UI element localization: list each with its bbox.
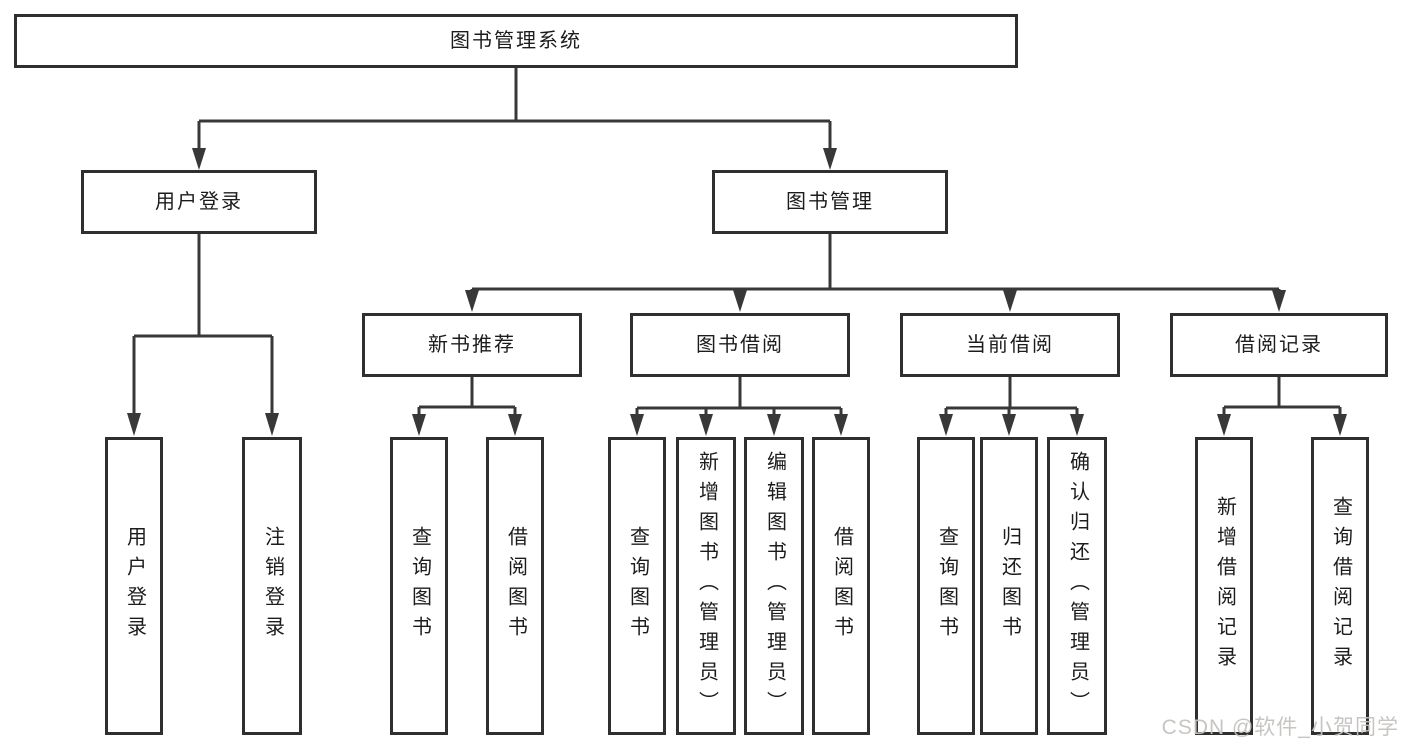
connector-root-to-level2: [192, 68, 837, 170]
arrow-down-icon: [1272, 290, 1286, 312]
leaf-records-query-record: 查询借阅记录: [1311, 437, 1369, 735]
connector-bookmgmt-to-level3: [465, 234, 1286, 312]
leaf-borrowing-edit-books-admin: 编辑图书（管理员）: [744, 437, 804, 735]
connector-bookborrow-to-leaves: [630, 377, 848, 436]
connector-userlogin-to-leaves: [127, 234, 279, 436]
arrow-down-icon: [192, 148, 206, 170]
node-book-borrowing: 图书借阅: [630, 313, 850, 377]
leaf-logout: 注销登录: [242, 437, 302, 735]
leaf-user-login: 用户登录: [105, 437, 163, 735]
arrow-down-icon: [508, 414, 522, 436]
node-current-borrowing: 当前借阅: [900, 313, 1120, 377]
arrow-down-icon: [767, 414, 781, 436]
arrow-down-icon: [265, 413, 279, 436]
arrow-down-icon: [1217, 414, 1231, 436]
csdn-watermark: CSDN @软件_小贺同学: [1161, 716, 1399, 739]
node-borrow-records: 借阅记录: [1170, 313, 1388, 377]
arrow-down-icon: [127, 413, 141, 436]
leaf-recommend-borrow-books: 借阅图书: [486, 437, 544, 735]
arrow-down-icon: [733, 290, 747, 312]
arrow-down-icon: [1070, 414, 1084, 436]
node-library-system: 图书管理系统: [14, 14, 1018, 68]
arrow-down-icon: [630, 414, 644, 436]
leaf-current-confirm-return-admin: 确认归还（管理员）: [1047, 437, 1107, 735]
leaf-borrowing-query-books: 查询图书: [608, 437, 666, 735]
leaf-current-return-books: 归还图书: [980, 437, 1038, 735]
node-book-management: 图书管理: [712, 170, 948, 234]
arrow-down-icon: [1333, 414, 1347, 436]
connector-records-to-leaves: [1217, 377, 1347, 436]
arrow-down-icon: [823, 148, 837, 170]
arrow-down-icon: [699, 414, 713, 436]
connector-newbook-to-leaves: [412, 377, 522, 436]
leaf-current-query-books: 查询图书: [917, 437, 975, 735]
arrow-down-icon: [465, 290, 479, 312]
leaf-borrowing-add-books-admin: 新增图书（管理员）: [676, 437, 736, 735]
node-new-book-recommend: 新书推荐: [362, 313, 582, 377]
arrow-down-icon: [1002, 414, 1016, 436]
arrow-down-icon: [834, 414, 848, 436]
arrow-down-icon: [412, 414, 426, 436]
leaf-recommend-query-books: 查询图书: [390, 437, 448, 735]
leaf-records-add-record: 新增借阅记录: [1195, 437, 1253, 735]
leaf-borrowing-borrow-books: 借阅图书: [812, 437, 870, 735]
connector-currentborrow-to-leaves: [939, 377, 1084, 436]
arrow-down-icon: [1003, 290, 1017, 312]
node-user-login: 用户登录: [81, 170, 317, 234]
arrow-down-icon: [939, 414, 953, 436]
